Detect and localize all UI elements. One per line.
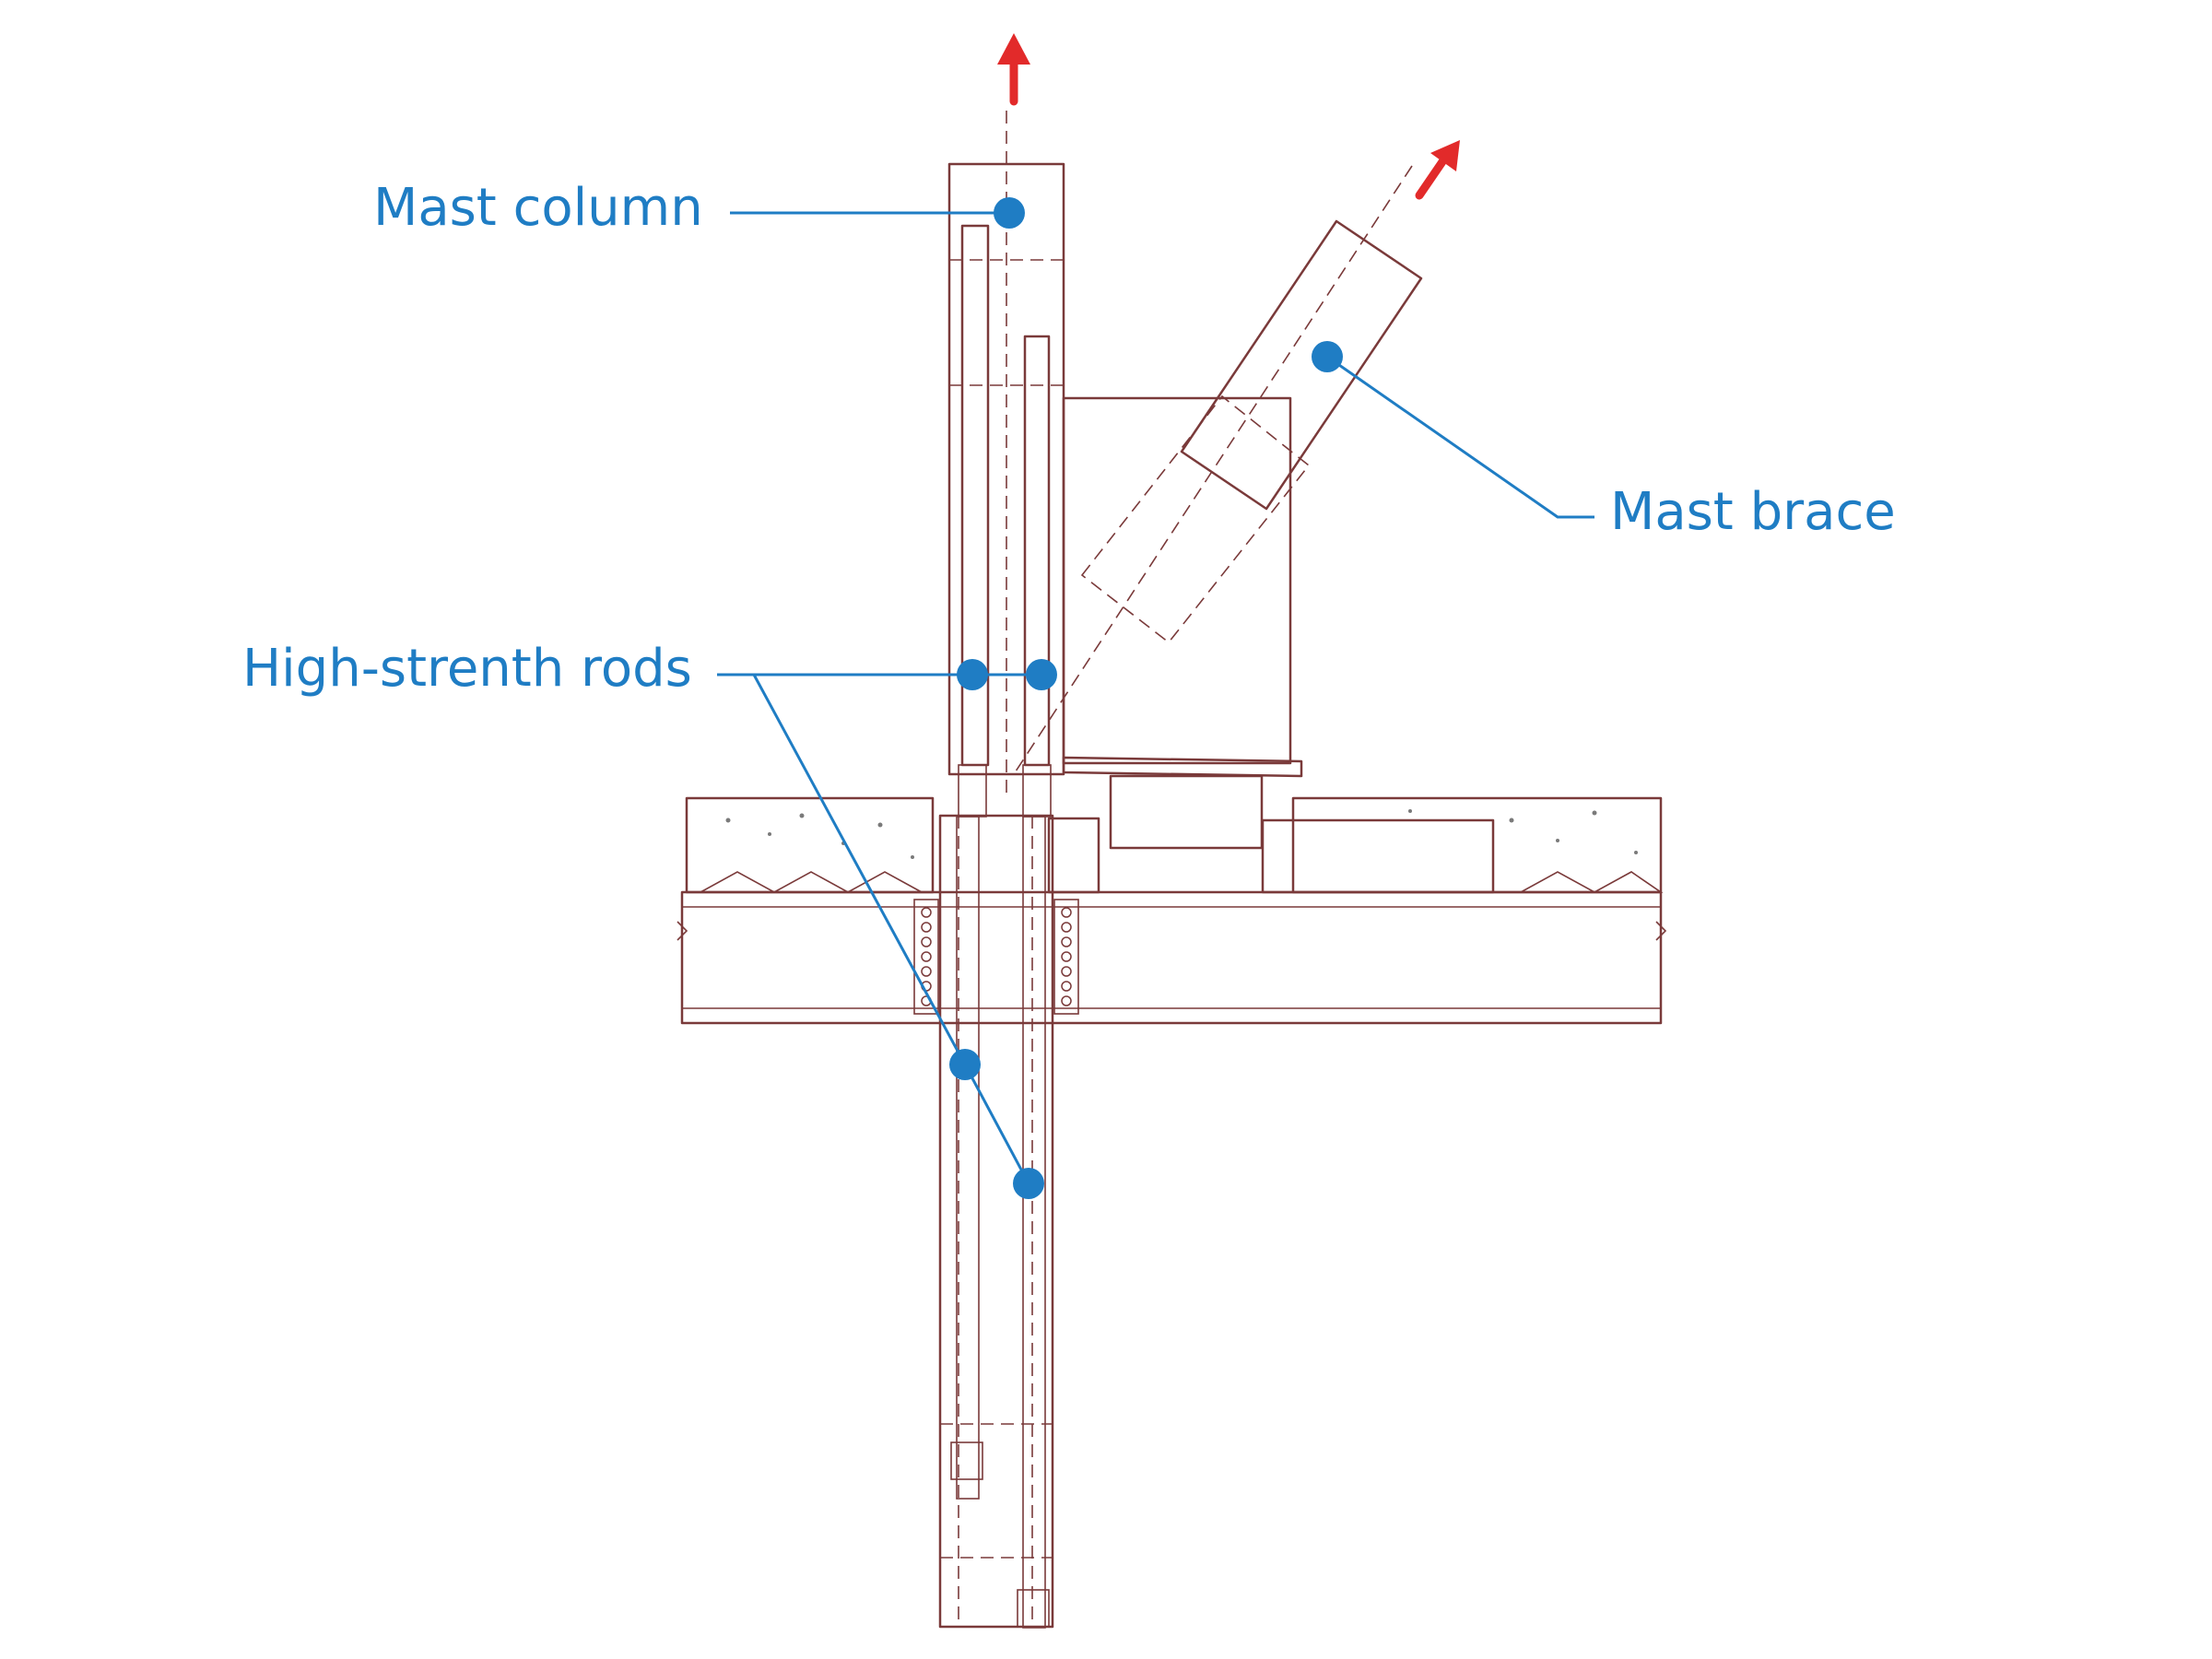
bearing-block-small — [1047, 817, 1100, 894]
mast-brace — [1013, 165, 1423, 775]
rod-right-upper — [1023, 335, 1051, 767]
leader-mast-brace — [1312, 341, 1594, 519]
splice-plate-left — [913, 899, 939, 1015]
leader-mast-column — [730, 197, 1025, 229]
rod-right-lower — [1017, 816, 1050, 1629]
gusset-plate — [1062, 396, 1303, 850]
floor-beam — [677, 890, 1667, 1025]
splice-plate-right — [1053, 899, 1079, 1015]
tension-arrow-icon — [997, 33, 1030, 106]
high-strength-rods-label: High-strenth rods — [242, 639, 692, 699]
tension-arrow-icon — [1415, 140, 1460, 200]
bearing-block — [1261, 818, 1495, 894]
concrete-slab-right — [1291, 796, 1664, 894]
rod-nuts — [958, 764, 1052, 818]
rod-left-lower — [950, 816, 983, 1500]
mast-brace-label: Mast brace — [1610, 482, 1896, 542]
concrete-speckle — [725, 809, 1638, 859]
concrete-slab-left — [685, 796, 935, 894]
mast-column-label: Mast column — [373, 178, 703, 238]
lower-column — [938, 814, 1054, 1629]
leader-rods — [717, 659, 1057, 1199]
